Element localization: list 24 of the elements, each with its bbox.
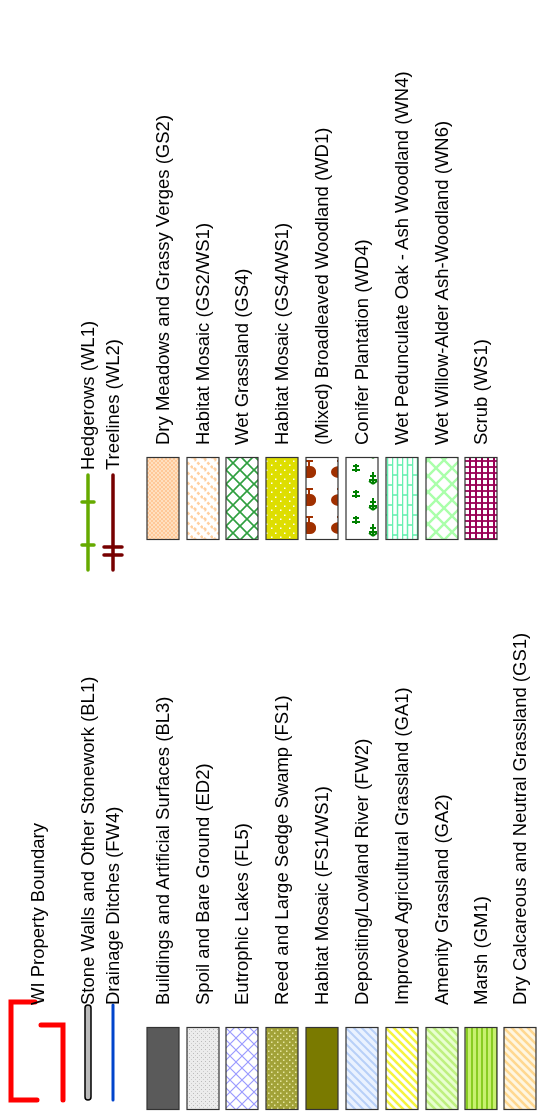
legend-label: Habitat Mosaic (GS2/WS1) (192, 222, 214, 445)
legend-label: Dry Calcareous and Neutral Grassland (GS1) (509, 632, 531, 1005)
legend-label: Dry Meadows and Grassy Verges (GS2) (152, 114, 174, 445)
legend-label: Treelines (WL2) (102, 339, 124, 470)
legend-label: Wet Willow-Alder Ash-Woodland (WN6) (431, 120, 453, 445)
legend-label: (Mixed) Broadleaved Woodland (WD1) (311, 127, 333, 445)
legend-label: Habitat Mosaic (FS1/WS1) (311, 786, 333, 1005)
legend-label: Spoil and Bare Ground (ED2) (192, 763, 214, 1005)
legend-label: Conifer Plantation (WD4) (351, 239, 373, 445)
legend-label: Wet Grassland (GS4) (231, 268, 253, 445)
legend-label: WI Property Boundary (27, 823, 49, 1005)
legend-label: Improved Agricultural Grassland (GA1) (391, 687, 413, 1005)
legend-label: Buildings and Artificial Surfaces (BL3) (152, 696, 174, 1005)
legend-label: Stone Walls and Other Stonework (BL1) (77, 676, 99, 1005)
legend-label: Wet Pedunculate Oak - Ash Woodland (WN4) (391, 71, 413, 445)
legend-label: Depositing/Lowland River (FW2) (351, 738, 373, 1005)
legend-label: Drainage Ditches (FW4) (102, 806, 124, 1005)
legend-label: Habitat Mosaic (GS4/WS1) (271, 222, 293, 445)
legend-label: Scrub (WS1) (470, 339, 492, 445)
legend-label: Hedgerows (WL1) (77, 320, 99, 470)
legend-label: Eutrophic Lakes (FL5) (231, 823, 253, 1005)
legend-label: Marsh (GM1) (470, 896, 492, 1005)
legend-label: Amenity Grassland (GA2) (431, 794, 453, 1005)
legend-label: Reed and Large Sedge Swamp (FS1) (271, 695, 293, 1005)
